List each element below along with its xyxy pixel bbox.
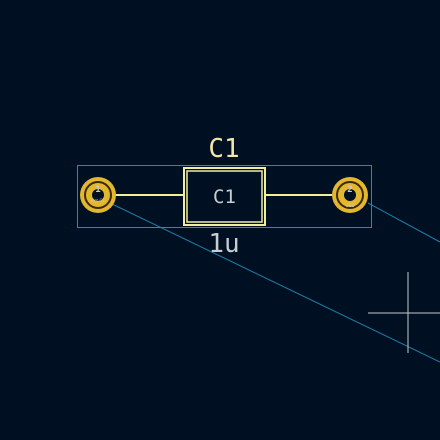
value-text[interactable]: 1u — [208, 229, 239, 259]
component-body-label: C1 — [213, 186, 236, 208]
ratsnest-line-pad2 — [367, 202, 440, 243]
pad-1-ring — [84, 181, 112, 209]
pad-1[interactable]: 1 Net-C1 — [80, 177, 116, 213]
pad-2-net: GND — [345, 203, 354, 208]
pad-2[interactable]: 2 GND — [332, 177, 368, 213]
pad-2-drill — [344, 189, 356, 201]
pad-1-net: Net-C1 — [91, 198, 105, 203]
component-body-outline[interactable] — [183, 167, 266, 226]
pad-1-drill — [92, 189, 104, 201]
pad-2-number: 2 — [347, 185, 352, 195]
reference-designator[interactable]: C1 — [208, 134, 239, 164]
courtyard-outline[interactable] — [77, 165, 372, 228]
crosshair-cursor — [368, 272, 440, 353]
ratsnest-line-pad1 — [111, 203, 440, 363]
component-body-inner — [186, 170, 263, 223]
pad-2-ring — [336, 181, 364, 209]
pad-1-number: 1 — [95, 185, 100, 195]
